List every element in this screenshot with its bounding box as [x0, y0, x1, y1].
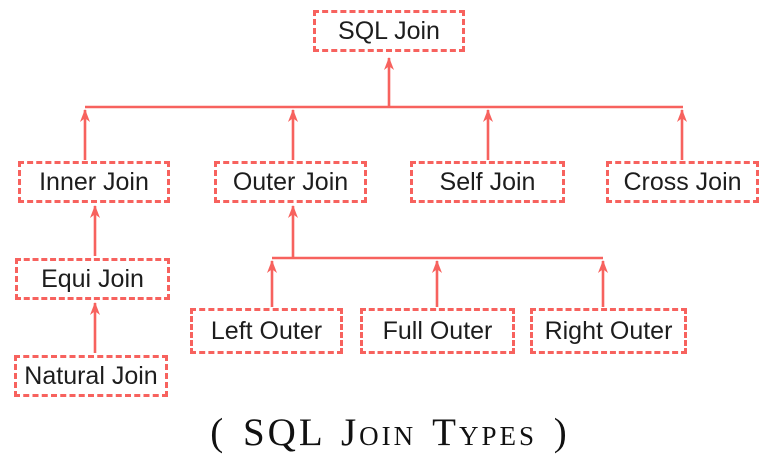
node-self-join: Self Join — [410, 161, 565, 203]
node-inner-join-label: Inner Join — [39, 167, 149, 196]
node-cross-join: Cross Join — [606, 161, 759, 203]
node-full-outer-label: Full Outer — [382, 316, 493, 345]
node-right-outer-label: Right Outer — [544, 316, 673, 345]
node-left-outer: Left Outer — [190, 308, 343, 354]
node-outer-join-label: Outer Join — [232, 167, 349, 196]
node-sql-join-label: SQL Join — [338, 16, 440, 45]
node-self-join-label: Self Join — [439, 167, 536, 196]
node-full-outer: Full Outer — [360, 308, 515, 354]
diagram-caption: ( SQL Join Types ) — [210, 411, 570, 454]
node-sql-join: SQL Join — [313, 10, 465, 52]
node-left-outer-label: Left Outer — [210, 316, 323, 345]
node-outer-join: Outer Join — [214, 161, 367, 203]
node-right-outer: Right Outer — [530, 308, 687, 354]
node-equi-join-label: Equi Join — [41, 264, 144, 293]
node-equi-join: Equi Join — [15, 258, 170, 300]
node-natural-join-label: Natural Join — [24, 361, 158, 390]
node-cross-join-label: Cross Join — [623, 167, 742, 196]
node-inner-join: Inner Join — [18, 161, 170, 203]
node-natural-join: Natural Join — [14, 355, 168, 397]
